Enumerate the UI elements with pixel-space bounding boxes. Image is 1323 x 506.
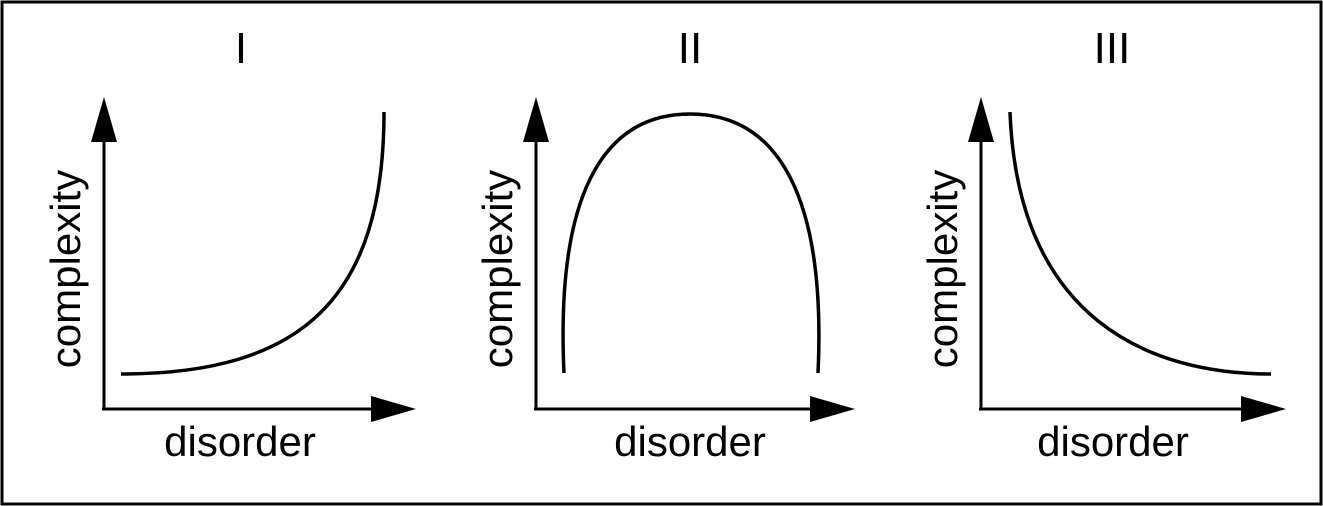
panel-2: II complexity disorder xyxy=(474,24,855,465)
panel-1-curve xyxy=(120,111,386,376)
panel-1-y-label: complexity xyxy=(42,170,89,368)
panel-3-x-label: disorder xyxy=(1037,418,1189,465)
panel-2-curve xyxy=(561,112,821,374)
panel-1-x-arrowhead xyxy=(371,396,416,422)
panel-3-y-arrowhead xyxy=(968,97,994,142)
panel-2-y-arrowhead xyxy=(523,97,549,142)
panel-3-x-arrowhead xyxy=(1241,396,1286,422)
panel-3-curve xyxy=(1008,111,1272,376)
panel-2-x-arrowhead xyxy=(810,396,855,422)
panel-3-title: III xyxy=(1094,24,1131,73)
panel-1: I complexity disorder xyxy=(42,24,416,465)
panel-1-title: I xyxy=(235,24,247,73)
panel-2-x-label: disorder xyxy=(614,418,766,465)
panel-2-y-label: complexity xyxy=(474,170,521,368)
panel-2-title: II xyxy=(678,24,702,73)
panel-1-y-arrowhead xyxy=(91,97,117,142)
panel-3: III complexity disorder xyxy=(919,24,1286,465)
panel-1-x-label: disorder xyxy=(164,418,316,465)
panel-3-y-label: complexity xyxy=(919,170,966,368)
